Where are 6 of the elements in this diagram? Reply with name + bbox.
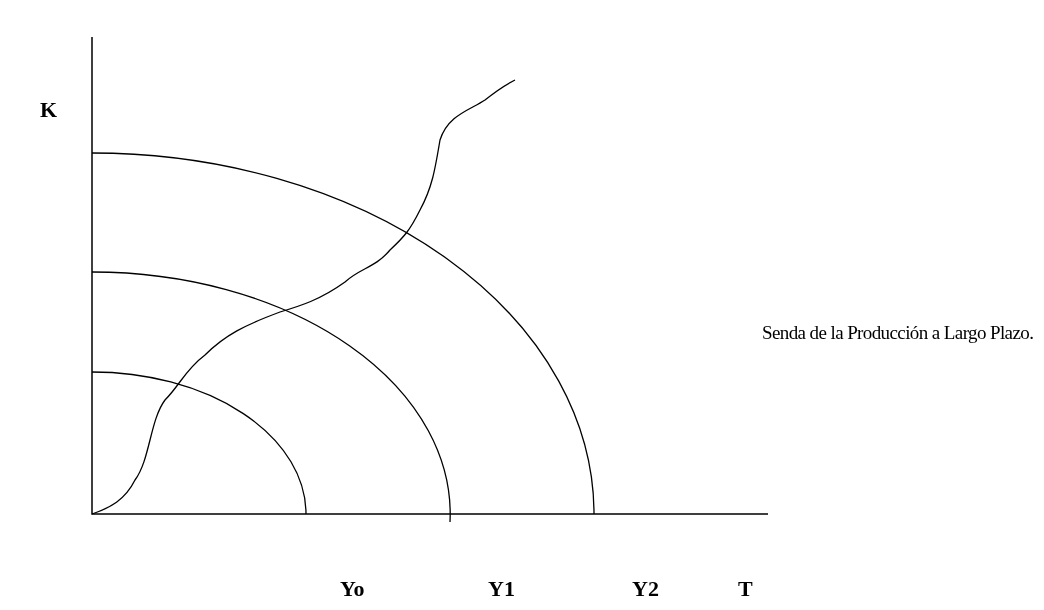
axis-tick-label: Y2 bbox=[632, 578, 659, 600]
axis-tick-label: Y1 bbox=[488, 578, 515, 600]
axis-label: K bbox=[40, 99, 58, 121]
curve-label: Senda de la Producción a Largo Plazo. bbox=[762, 323, 1034, 342]
axis-tick-label: Yo bbox=[340, 578, 365, 600]
axis-label: T bbox=[738, 578, 753, 600]
